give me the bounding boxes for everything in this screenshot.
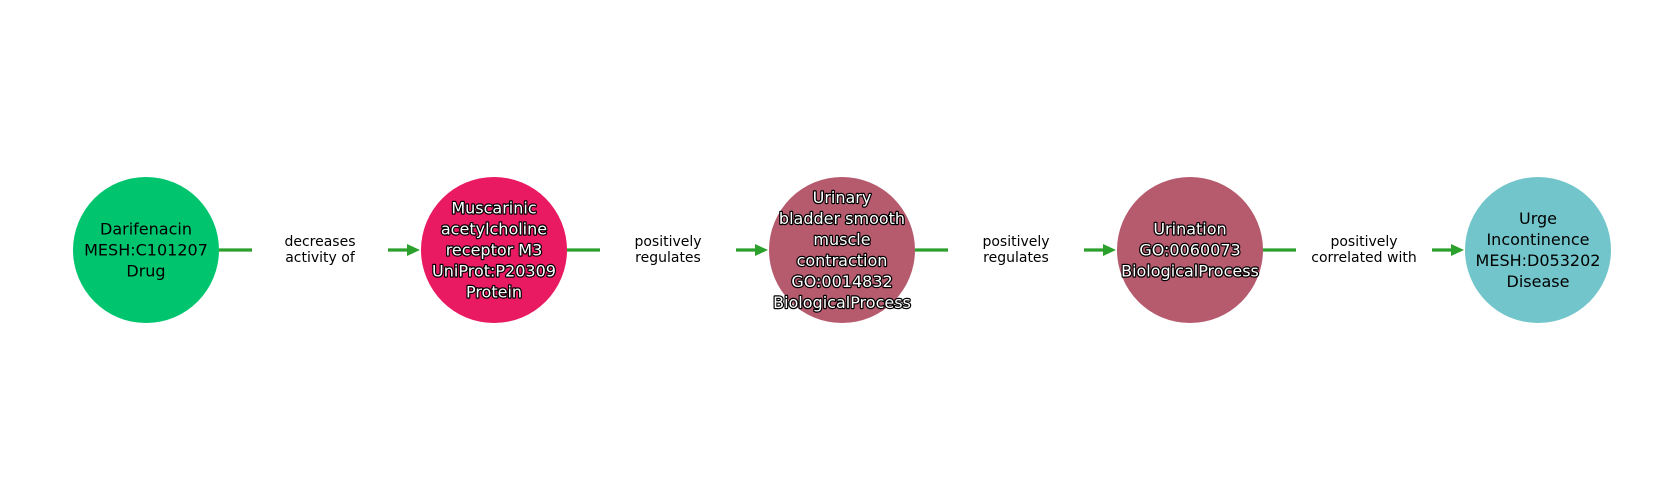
edge-label-line: regulates bbox=[635, 250, 701, 266]
node-label-line: GO:0060073 bbox=[1139, 241, 1240, 260]
node-circle[interactable] bbox=[421, 177, 567, 323]
node-label-line: UniProt:P20309 bbox=[432, 262, 556, 281]
node-label-line: Protein bbox=[466, 283, 522, 302]
node-m3-receptor[interactable]: Muscarinic acetylcholine receptor M3 UniPro… bbox=[421, 177, 567, 323]
node-label-line: acetylcholine bbox=[441, 220, 547, 239]
node-label-line: BiologicalProcess bbox=[1121, 262, 1259, 281]
node-label-line: MESH:D053202 bbox=[1476, 251, 1601, 270]
node-circle[interactable] bbox=[769, 177, 915, 323]
node-label-line: BiologicalProcess bbox=[773, 293, 911, 312]
node-circle[interactable] bbox=[1117, 177, 1263, 323]
node-circle[interactable] bbox=[73, 177, 219, 323]
arrowhead-icon bbox=[1451, 244, 1464, 256]
arrowhead-icon bbox=[1103, 244, 1116, 256]
arrowhead-icon bbox=[755, 244, 768, 256]
edge-label-line: correlated with bbox=[1311, 250, 1416, 266]
node-label-line: muscle bbox=[813, 230, 870, 249]
node-label-line: Drug bbox=[126, 262, 165, 281]
edge-label-line: positively bbox=[982, 234, 1049, 250]
node-circle[interactable] bbox=[1465, 177, 1611, 323]
edge-label-line: activity of bbox=[285, 250, 356, 266]
node-label-line: bladder smooth bbox=[779, 209, 905, 228]
node-label-line: receptor M3 bbox=[446, 241, 543, 260]
node-label-line: Darifenacin bbox=[100, 220, 192, 239]
node-label-line: Incontinence bbox=[1486, 230, 1589, 249]
node-label-line: Urinary bbox=[813, 188, 872, 207]
node-label-line: Muscarinic bbox=[451, 199, 536, 218]
edge-label-line: positively bbox=[1330, 234, 1397, 250]
arrowhead-icon bbox=[407, 244, 420, 256]
node-label-line: Disease bbox=[1507, 272, 1570, 291]
node-label-line: Urination bbox=[1153, 220, 1226, 239]
node-bladder-contraction[interactable]: Urinary bladder smooth muscle contractionGO… bbox=[769, 177, 915, 323]
edge-label-line: regulates bbox=[983, 250, 1049, 266]
node-label-line: GO:0014832 bbox=[791, 272, 892, 291]
edge-label-line: decreases bbox=[284, 234, 355, 250]
node-label-line: MESH:C101207 bbox=[84, 241, 208, 260]
node-label-line: contraction bbox=[797, 251, 888, 270]
node-label-line: Urge bbox=[1519, 209, 1557, 228]
edge-label-line: positively bbox=[634, 234, 701, 250]
